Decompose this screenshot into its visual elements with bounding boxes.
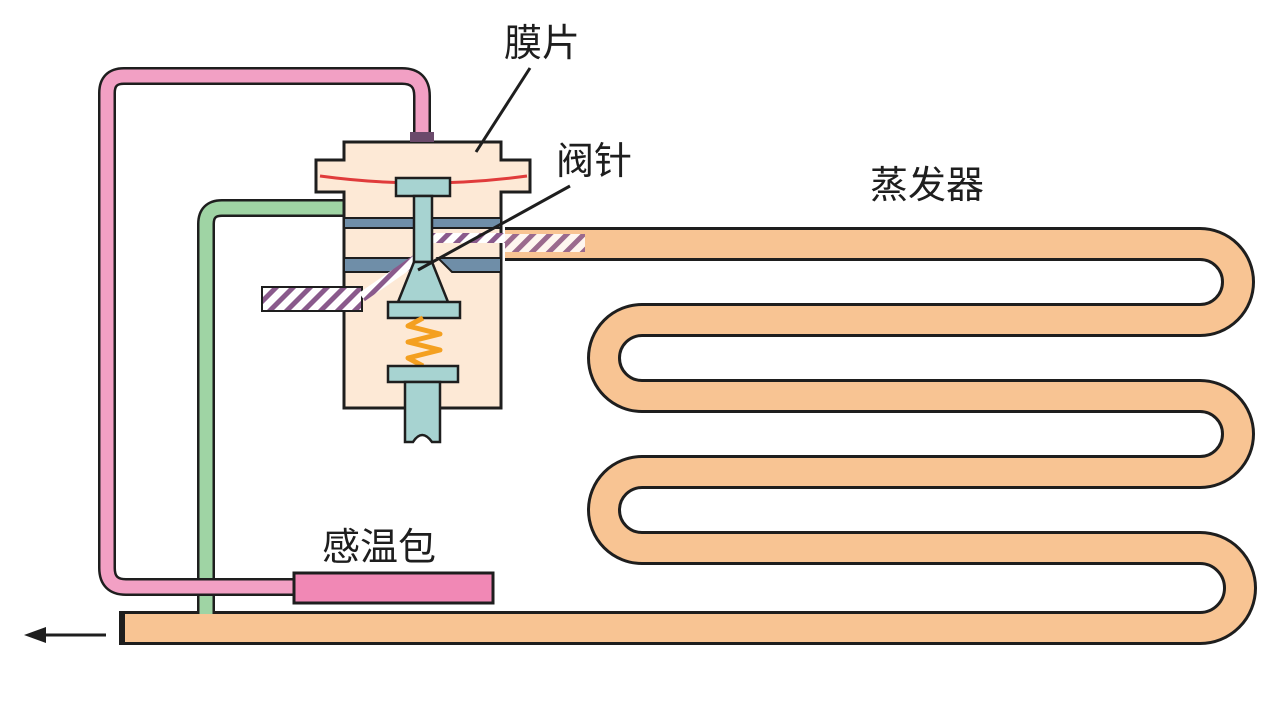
- evaporator-coil: [119, 227, 1257, 645]
- valve-needle-label: 阀针: [556, 139, 632, 183]
- sensing-bulb: [292, 571, 495, 605]
- diaphragm-label: 膜片: [504, 21, 580, 65]
- capillary-tube: [98, 67, 431, 596]
- outflow-arrow: [24, 627, 106, 643]
- equalizer-tube: [197, 199, 346, 614]
- sensing-bulb-label: 感温包: [322, 525, 436, 569]
- spring: [405, 315, 443, 369]
- outlet-hatched-section: [505, 234, 585, 252]
- inlet-hatched-pipe: [261, 286, 363, 312]
- lower-valve-seat-right: [435, 257, 502, 273]
- needle-leader-line: [417, 184, 571, 272]
- valve-needle-assembly: [386, 176, 462, 320]
- evaporator-label: 蒸发器: [870, 163, 984, 207]
- diaphragm-leader-line: [474, 67, 532, 153]
- adjusting-stem: [386, 364, 460, 444]
